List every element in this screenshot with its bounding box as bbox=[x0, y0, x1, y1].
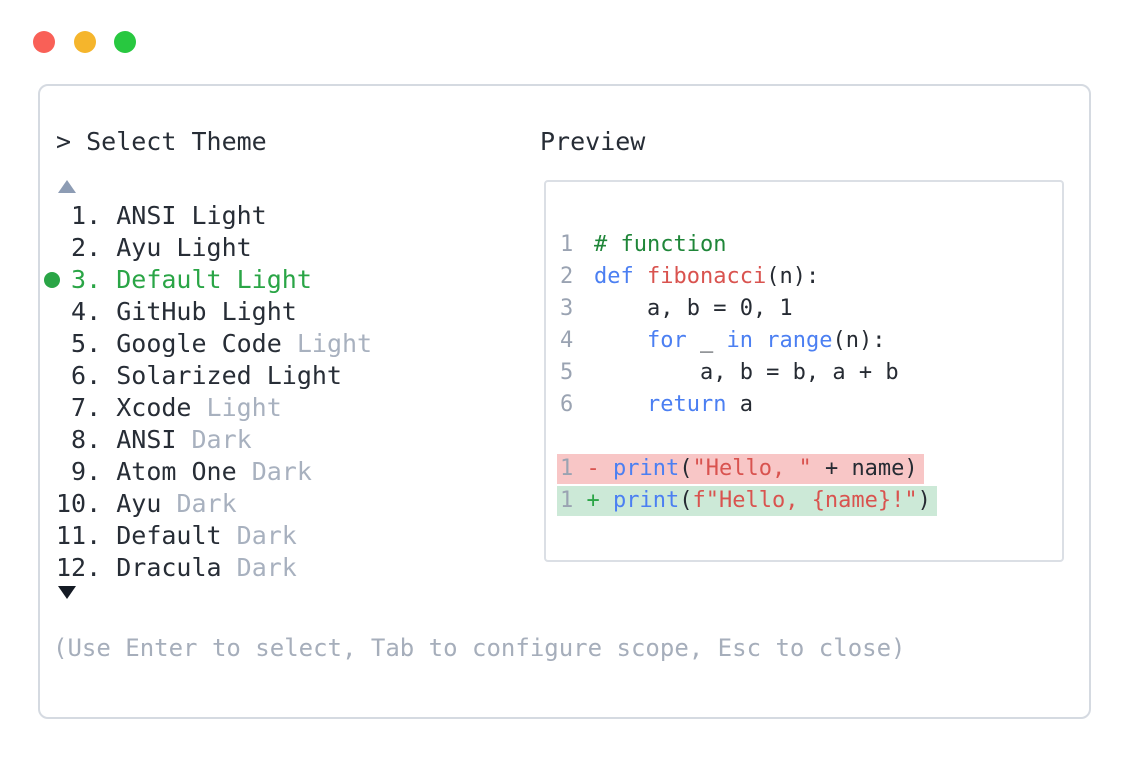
code-line: 4 for _ in range(n): bbox=[560, 328, 886, 353]
code-line: 6 return a bbox=[560, 392, 753, 417]
theme-list-item[interactable]: 6. Solarized Light bbox=[56, 361, 342, 390]
traffic-light-minimize[interactable] bbox=[74, 31, 96, 53]
scroll-up-icon[interactable] bbox=[58, 180, 76, 193]
diff-line-removed: 1 - print("Hello, " + name) bbox=[546, 453, 1062, 485]
theme-list-item[interactable]: 7. Xcode Light bbox=[56, 393, 282, 422]
diff-line-added: 1 + print(f"Hello, {name}!") bbox=[546, 485, 1062, 517]
theme-list: 1. ANSI Light 2. Ayu Light 3. Default Li… bbox=[44, 200, 373, 584]
theme-list-item[interactable]: 5. Google Code Light bbox=[56, 329, 373, 358]
traffic-light-maximize[interactable] bbox=[114, 31, 136, 53]
code-line: 1# function bbox=[560, 232, 727, 257]
code-line: 5 a, b = b, a + b bbox=[560, 360, 899, 385]
usage-hint: (Use Enter to select, Tab to configure s… bbox=[53, 634, 906, 662]
blank-line bbox=[546, 421, 1062, 453]
traffic-light-close[interactable] bbox=[33, 31, 55, 53]
theme-list-item[interactable]: 3. Default Light bbox=[44, 264, 372, 296]
theme-list-item[interactable]: 1. ANSI Light bbox=[56, 201, 267, 230]
scroll-down-icon[interactable] bbox=[58, 586, 76, 599]
theme-list-item[interactable]: 9. Atom One Dark bbox=[56, 457, 312, 486]
theme-selector-window: > Select Theme 1. ANSI Light 2. Ayu Ligh… bbox=[38, 84, 1091, 719]
theme-list-item[interactable]: 12. Dracula Dark bbox=[56, 553, 297, 582]
code-line: 3 a, b = 0, 1 bbox=[560, 296, 793, 321]
selected-theme-indicator bbox=[44, 272, 60, 288]
preview-label: Preview bbox=[540, 127, 646, 156]
theme-list-item[interactable]: 4. GitHub Light bbox=[56, 297, 297, 326]
theme-list-item[interactable]: 8. ANSI Dark bbox=[56, 425, 252, 454]
theme-list-item[interactable]: 11. Default Dark bbox=[56, 521, 297, 550]
theme-prompt: > Select Theme bbox=[56, 127, 267, 156]
theme-list-item[interactable]: 2. Ayu Light bbox=[56, 233, 252, 262]
theme-list-item[interactable]: 10. Ayu Dark bbox=[56, 489, 237, 518]
